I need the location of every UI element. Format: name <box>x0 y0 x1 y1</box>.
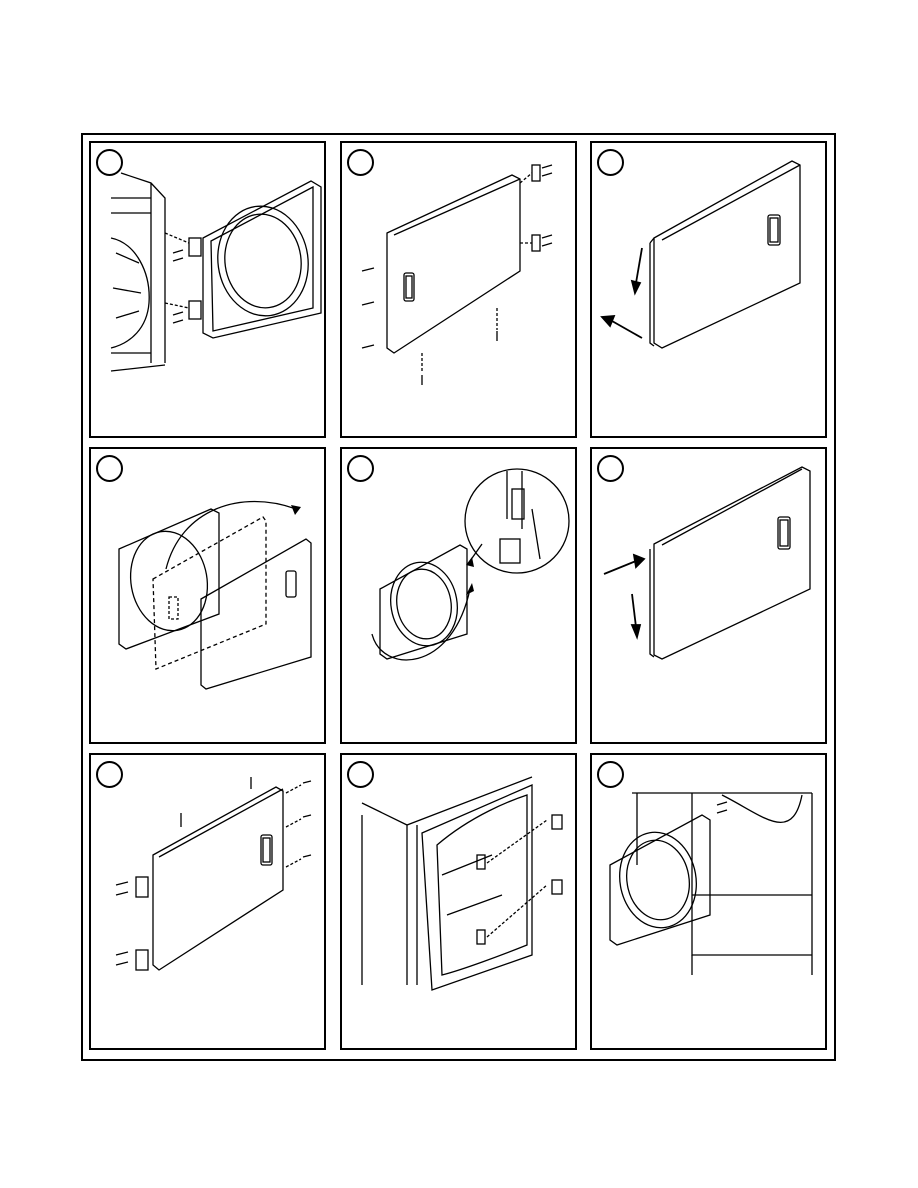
step-9-panel <box>590 753 827 1050</box>
step-4-panel <box>89 447 326 744</box>
step-8-panel <box>340 753 577 1050</box>
step-1-panel <box>89 141 326 438</box>
diagram-frame <box>81 133 836 1061</box>
step-5-illustration <box>342 449 577 744</box>
step-7-illustration <box>91 755 326 1050</box>
step-8-illustration <box>342 755 577 1050</box>
step-2-panel <box>340 141 577 438</box>
step-7-panel <box>89 753 326 1050</box>
step-4-illustration <box>91 449 326 744</box>
step-9-illustration <box>592 755 827 1050</box>
step-6-panel <box>590 447 827 744</box>
step-2-illustration <box>342 143 577 438</box>
step-3-panel <box>590 141 827 438</box>
step-1-illustration <box>91 143 326 438</box>
step-3-illustration <box>592 143 827 438</box>
step-5-panel <box>340 447 577 744</box>
step-6-illustration <box>592 449 827 744</box>
